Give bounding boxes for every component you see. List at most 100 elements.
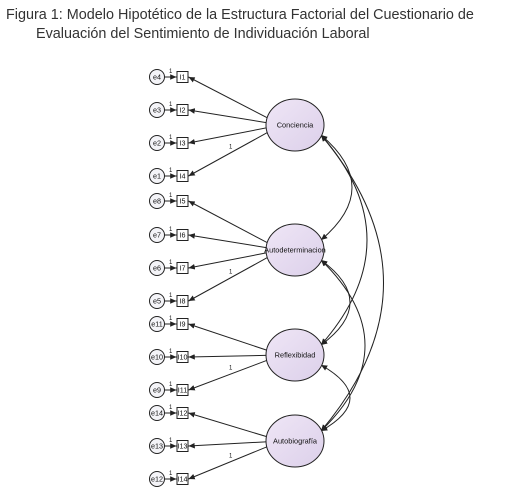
error-term-e5 xyxy=(149,293,165,309)
indicator-label: I2 xyxy=(180,106,186,115)
error-label: e12 xyxy=(151,475,163,484)
indicator-label: I5 xyxy=(180,197,186,206)
error-term-e4 xyxy=(149,69,165,85)
loading-path xyxy=(188,130,271,177)
loading-path xyxy=(188,358,271,391)
error-path-weight-label: 1 xyxy=(169,102,173,108)
indicator-i12 xyxy=(176,407,189,419)
error-path-weight-label: 1 xyxy=(169,227,173,233)
indicator-i10 xyxy=(176,351,189,363)
error-path-weight-label: 1 xyxy=(169,260,173,266)
error-path-weight-label: 1 xyxy=(169,471,173,477)
figure-caption: Figura 1: Modelo Hipotético de la Estruc… xyxy=(0,6,514,44)
error-label: e10 xyxy=(151,353,163,362)
indicator-label: I7 xyxy=(180,264,186,273)
error-path-weight-label: 1 xyxy=(169,438,173,444)
latent-label: Autodeterminacion xyxy=(264,246,326,255)
error-label: e3 xyxy=(153,106,161,115)
fixed-loading-label: 1 xyxy=(229,270,233,276)
indicator-i3 xyxy=(176,137,189,149)
caption-line-1: Figura 1: Modelo Hipotético de la Estruc… xyxy=(6,7,474,23)
error-label: e7 xyxy=(153,231,161,240)
error-label: e13 xyxy=(151,442,163,451)
error-label: e4 xyxy=(153,73,161,82)
fixed-loading-label: 1 xyxy=(229,453,233,459)
error-term-e7 xyxy=(149,227,165,243)
indicator-label: I8 xyxy=(180,297,186,306)
indicator-i14 xyxy=(176,473,189,485)
indicator-i11 xyxy=(176,384,189,396)
error-term-e8 xyxy=(149,193,165,209)
error-label: e1 xyxy=(153,172,161,181)
error-path-weight-label: 1 xyxy=(169,316,173,322)
nodes-layer: e41I1e31I2e21I3e11I41e81I5e71I6e61I7e51I… xyxy=(149,69,326,487)
caption-line-2: Evaluación del Sentimiento de Individuac… xyxy=(36,26,370,42)
error-path-weight-label: 1 xyxy=(169,168,173,174)
indicator-label: I11 xyxy=(178,386,187,395)
indicator-label: I13 xyxy=(178,442,188,451)
error-label: e14 xyxy=(151,409,163,418)
error-term-e12 xyxy=(149,471,165,487)
error-label: e5 xyxy=(153,297,161,306)
error-term-e9 xyxy=(149,382,165,398)
error-term-e6 xyxy=(149,260,165,276)
error-path-weight-label: 1 xyxy=(169,349,173,355)
loading-path xyxy=(188,441,271,449)
loading-path xyxy=(188,108,271,124)
indicator-i5 xyxy=(176,195,189,207)
latent-conciencia xyxy=(265,98,325,152)
loading-path xyxy=(188,251,271,270)
loading-path xyxy=(188,233,271,249)
indicator-i8 xyxy=(176,295,189,307)
indicator-label: I9 xyxy=(180,320,186,329)
indicator-i6 xyxy=(176,229,189,241)
loading-path xyxy=(188,200,271,245)
latent-autobiografia xyxy=(265,414,325,468)
indicator-label: I12 xyxy=(178,409,188,418)
indicator-i7 xyxy=(176,262,189,274)
error-term-e1 xyxy=(149,168,165,184)
error-term-e10 xyxy=(149,349,165,365)
indicator-i13 xyxy=(176,440,189,452)
indicator-label: I10 xyxy=(178,353,188,362)
loading-path xyxy=(188,255,271,302)
error-path-weight-label: 1 xyxy=(169,293,173,299)
indicator-i4 xyxy=(176,170,189,182)
loading-path xyxy=(188,445,271,480)
latent-label: Reflexibidad xyxy=(275,351,316,360)
loading-path xyxy=(188,412,271,439)
covariance-autodeterminacion-autobiografia xyxy=(320,259,366,432)
indicator-label: I6 xyxy=(180,231,186,240)
loading-path xyxy=(188,126,271,145)
error-label: e9 xyxy=(153,386,161,395)
latent-autodeterminacion xyxy=(265,223,325,277)
paths-layer xyxy=(164,74,384,482)
latent-label: Autobiografía xyxy=(273,437,318,446)
indicator-label: I3 xyxy=(180,139,186,148)
error-path-weight-label: 1 xyxy=(169,69,173,75)
error-path-weight-label: 1 xyxy=(169,405,173,411)
error-label: e11 xyxy=(151,320,162,329)
indicator-label: I1 xyxy=(180,73,186,82)
loading-path xyxy=(188,354,271,360)
latent-label: Conciencia xyxy=(277,121,314,130)
loading-path xyxy=(188,323,271,352)
error-label: e6 xyxy=(153,264,161,273)
indicator-i2 xyxy=(176,104,189,116)
indicator-label: I4 xyxy=(180,172,186,181)
error-path-weight-label: 1 xyxy=(169,382,173,388)
indicator-label: I14 xyxy=(178,475,188,484)
latent-reflexibidad xyxy=(265,328,325,382)
covariance-autodeterminacion-reflexibidad xyxy=(320,259,351,346)
error-term-e11 xyxy=(149,316,165,332)
error-label: e2 xyxy=(153,139,161,148)
error-path-weight-label: 1 xyxy=(169,193,173,199)
covariance-reflexibidad-autobiografia xyxy=(320,364,351,432)
error-path-weight-label: 1 xyxy=(169,135,173,141)
fixed-loading-label: 1 xyxy=(229,145,233,151)
error-term-e14 xyxy=(149,405,165,421)
error-term-e2 xyxy=(149,135,165,151)
indicator-i9 xyxy=(176,318,189,330)
covariance-conciencia-autobiografia xyxy=(320,134,384,432)
